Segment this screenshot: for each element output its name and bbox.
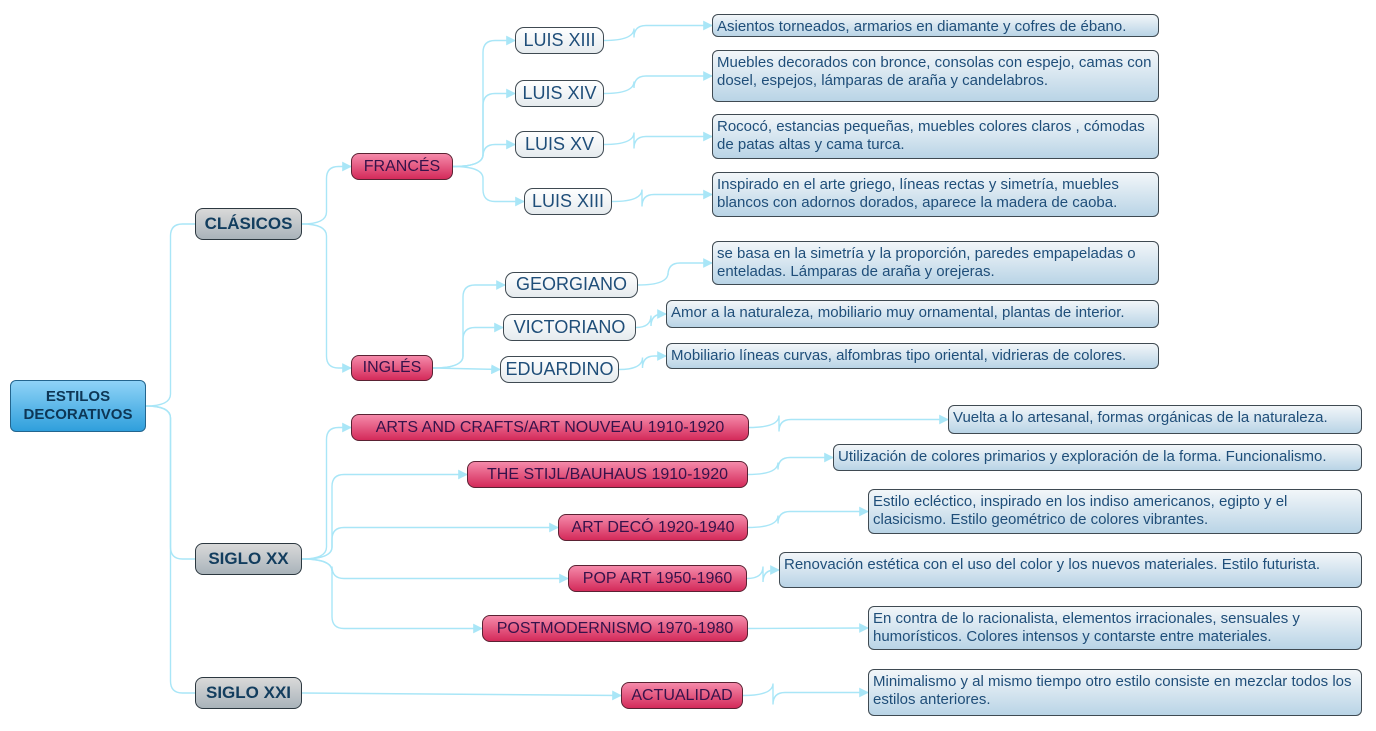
connector-style-luis-xv-to-description-luis-xv bbox=[603, 131, 713, 149]
style-label: THE STIJL/BAUHAUS 1910-1920 bbox=[487, 465, 728, 483]
description-luis-xiii-a: Asientos torneados, armarios en diamante… bbox=[712, 14, 1159, 37]
connector-category-siglo-xx-to-style-postmodernismo bbox=[301, 558, 483, 634]
description-stijl-bauhaus: Utilización de colores primarios y explo… bbox=[833, 444, 1362, 471]
description-text: Estilo ecléctico, inspirado en los indis… bbox=[873, 493, 1288, 528]
style-label: POSTMODERNISMO 1970-1980 bbox=[496, 619, 734, 637]
style-label: ARTS AND CRAFTS/ART NOUVEAU 1910-1920 bbox=[375, 418, 725, 436]
connector-style-postmodernismo-to-description-postmodernismo bbox=[747, 623, 869, 633]
root-label: ESTILOS DECORATIVOS bbox=[23, 388, 133, 423]
root-node[interactable]: ESTILOS DECORATIVOS bbox=[10, 380, 146, 432]
connector-category-clasicos-to-subcategory-frances bbox=[301, 161, 352, 225]
style-label: LUIS XIV bbox=[522, 82, 597, 103]
style-luis-xiii-b[interactable]: LUIS XIII bbox=[524, 188, 612, 215]
style-victoriano[interactable]: VICTORIANO bbox=[503, 314, 636, 341]
subcategory-frances[interactable]: FRANCÉS bbox=[351, 153, 453, 180]
connector-subcategory-frances-to-style-luis-xv bbox=[452, 139, 516, 168]
style-label: LUIS XV bbox=[524, 133, 595, 154]
connector-style-victoriano-to-description-victoriano bbox=[635, 309, 667, 329]
connector-style-art-deco-to-description-art-deco bbox=[747, 506, 869, 529]
style-art-deco[interactable]: ART DECÓ 1920-1940 bbox=[558, 514, 748, 541]
description-text: Amor a la naturaleza, mobiliario muy orn… bbox=[671, 304, 1125, 321]
description-text: Minimalismo y al mismo tiempo otro estil… bbox=[873, 673, 1352, 708]
subcategory-label: INGLÉS bbox=[362, 359, 422, 377]
style-eduardino[interactable]: EDUARDINO bbox=[500, 356, 619, 383]
description-text: Muebles decorados con bronce, consolas c… bbox=[717, 54, 1152, 89]
connector-root-node-to-category-siglo-xxi bbox=[145, 405, 195, 694]
description-text: Vuelta a lo artesanal, formas orgánicas … bbox=[953, 409, 1328, 426]
style-luis-xiv[interactable]: LUIS XIV bbox=[515, 80, 604, 107]
style-arts-and-crafts[interactable]: ARTS AND CRAFTS/ART NOUVEAU 1910-1920 bbox=[351, 414, 749, 441]
description-pop-art: Renovación estética con el uso del color… bbox=[779, 552, 1362, 588]
description-art-deco: Estilo ecléctico, inspirado en los indis… bbox=[868, 489, 1362, 534]
category-label: SIGLO XX bbox=[208, 548, 289, 568]
style-stijl-bauhaus[interactable]: THE STIJL/BAUHAUS 1910-1920 bbox=[467, 461, 748, 488]
style-label: GEORGIANO bbox=[515, 274, 627, 295]
category-siglo-xxi[interactable]: SIGLO XXI bbox=[195, 677, 302, 709]
style-pop-art[interactable]: POP ART 1950-1960 bbox=[568, 565, 747, 592]
description-text: Utilización de colores primarios y explo… bbox=[838, 448, 1327, 465]
style-georgiano[interactable]: GEORGIANO bbox=[505, 272, 638, 298]
description-text: Asientos torneados, armarios en diamante… bbox=[717, 18, 1127, 35]
style-actualidad[interactable]: ACTUALIDAD bbox=[621, 682, 743, 709]
style-label: VICTORIANO bbox=[513, 316, 626, 337]
category-siglo-xx[interactable]: SIGLO XX bbox=[195, 543, 302, 575]
description-text: En contra de lo racionalista, elementos … bbox=[873, 610, 1300, 645]
description-victoriano: Amor a la naturaleza, mobiliario muy orn… bbox=[666, 300, 1159, 328]
connector-subcategory-frances-to-style-luis-xiii-b bbox=[452, 165, 525, 207]
connector-style-pop-art-to-description-pop-art bbox=[746, 565, 780, 583]
description-text: Mobiliario líneas curvas, alfombras tipo… bbox=[671, 347, 1127, 364]
connector-root-node-to-category-clasicos bbox=[145, 223, 195, 407]
connector-style-stijl-bauhaus-to-description-stijl-bauhaus bbox=[747, 452, 834, 476]
description-text: se basa en la simetría y la proporción, … bbox=[717, 245, 1136, 280]
style-label: ART DECÓ 1920-1940 bbox=[571, 518, 735, 536]
style-label: EDUARDINO bbox=[505, 358, 614, 379]
connector-style-actualidad-to-description-actualidad bbox=[742, 683, 869, 705]
connector-subcategory-ingles-to-style-victoriano bbox=[432, 322, 504, 369]
style-label: LUIS XIII bbox=[523, 29, 596, 50]
connector-style-luis-xiv-to-description-luis-xiv bbox=[603, 71, 713, 95]
connector-style-georgiano-to-description-georgiano bbox=[637, 258, 713, 286]
connector-style-luis-xiii-a-to-description-luis-xiii-a bbox=[603, 20, 713, 42]
connector-subcategory-ingles-to-style-eduardino bbox=[432, 364, 501, 375]
category-clasicos[interactable]: CLÁSICOS bbox=[195, 208, 302, 240]
connector-category-siglo-xx-to-style-art-deco bbox=[301, 522, 559, 560]
connector-category-siglo-xx-to-style-arts-and-crafts bbox=[301, 422, 352, 560]
connector-style-arts-and-crafts-to-description-arts-and-crafts bbox=[748, 414, 949, 432]
connector-style-luis-xiii-b-to-description-luis-xiii-b bbox=[611, 189, 713, 207]
style-luis-xv[interactable]: LUIS XV bbox=[515, 131, 604, 158]
description-luis-xiii-b: Inspirado en el arte griego, líneas rect… bbox=[712, 172, 1159, 217]
style-label: ACTUALIDAD bbox=[631, 686, 733, 704]
category-label: SIGLO XXI bbox=[205, 682, 292, 702]
description-arts-and-crafts: Vuelta a lo artesanal, formas orgánicas … bbox=[948, 405, 1362, 434]
subcategory-ingles[interactable]: INGLÉS bbox=[351, 355, 433, 381]
description-luis-xv: Rococó, estancias pequeñas, muebles colo… bbox=[712, 114, 1159, 159]
description-luis-xiv: Muebles decorados con bronce, consolas c… bbox=[712, 50, 1159, 102]
description-text: Inspirado en el arte griego, líneas rect… bbox=[717, 176, 1119, 211]
subcategory-label: FRANCÉS bbox=[363, 157, 441, 175]
style-luis-xiii-a[interactable]: LUIS XIII bbox=[515, 27, 604, 54]
description-georgiano: se basa en la simetría y la proporción, … bbox=[712, 241, 1159, 285]
category-label: CLÁSICOS bbox=[204, 213, 293, 233]
description-text: Renovación estética con el uso del color… bbox=[784, 556, 1321, 573]
connector-category-siglo-xx-to-style-pop-art bbox=[301, 558, 569, 584]
description-actualidad: Minimalismo y al mismo tiempo otro estil… bbox=[868, 669, 1362, 716]
description-text: Rococó, estancias pequeñas, muebles colo… bbox=[717, 118, 1145, 153]
connector-style-eduardino-to-description-eduardino bbox=[618, 351, 667, 371]
connector-subcategory-frances-to-style-luis-xiv bbox=[452, 88, 516, 168]
connector-subcategory-ingles-to-style-georgiano bbox=[432, 280, 506, 369]
style-label: LUIS XIII bbox=[531, 190, 605, 211]
connector-subcategory-frances-to-style-luis-xiii-a bbox=[452, 35, 516, 168]
style-label: POP ART 1950-1960 bbox=[582, 569, 733, 587]
description-eduardino: Mobiliario líneas curvas, alfombras tipo… bbox=[666, 343, 1159, 369]
style-postmodernismo[interactable]: POSTMODERNISMO 1970-1980 bbox=[482, 615, 748, 642]
connector-category-clasicos-to-subcategory-ingles bbox=[301, 223, 352, 373]
description-postmodernismo: En contra de lo racionalista, elementos … bbox=[868, 606, 1362, 650]
connector-category-siglo-xxi-to-style-actualidad bbox=[301, 690, 622, 701]
